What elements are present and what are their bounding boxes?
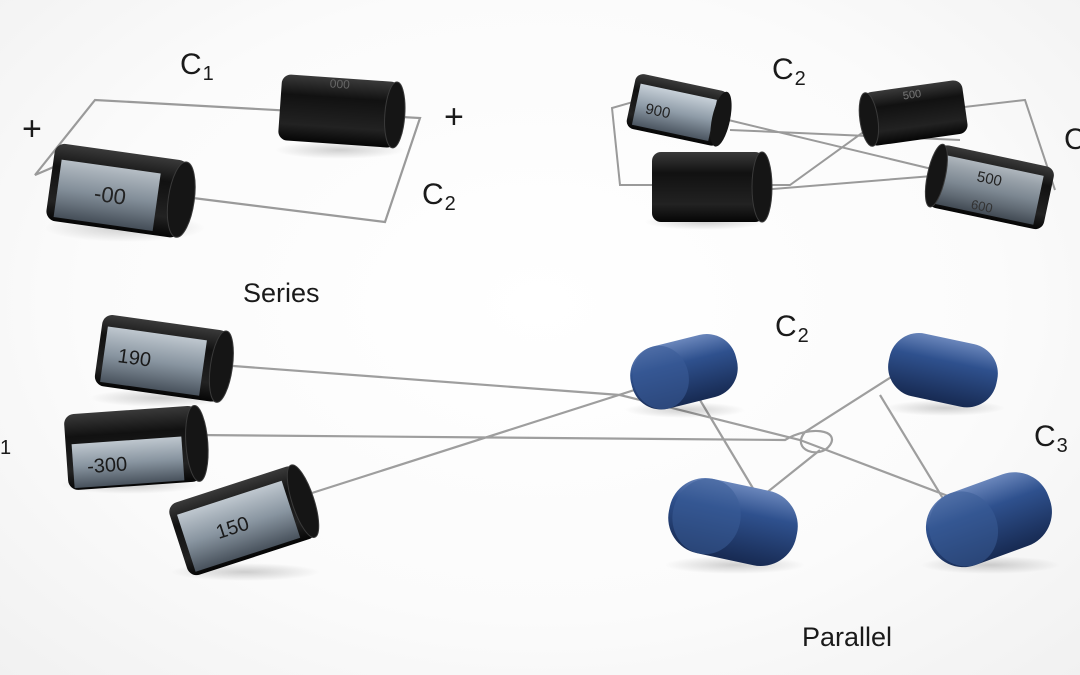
label-series-c2: C2 — [422, 178, 456, 215]
parallel-caption: Parallel — [802, 622, 893, 652]
series-caption: Series — [243, 278, 320, 308]
label-parallel-c2: C2 — [775, 310, 809, 347]
marking-top-right-a: 900 — [644, 100, 672, 122]
capacitor-top-right-d: 500 600 — [924, 143, 1054, 230]
label-left-partial: 1 — [0, 437, 12, 459]
marking-300: -300 — [86, 453, 127, 478]
film-capacitor-bottom-left — [668, 478, 798, 566]
marking-190: 190 — [116, 345, 152, 371]
marking-top-right-d: 600 — [970, 197, 994, 216]
film-capacitor-bottom-right — [925, 472, 1052, 568]
marking-top-left-large: -00 — [93, 181, 128, 210]
label-topright-c-partial: C — [1064, 123, 1080, 156]
capacitor-top-right-c: 500 — [858, 80, 968, 147]
label-topright-c2: C2 — [772, 53, 806, 90]
series-plus-right: + — [444, 98, 464, 136]
capacitor-300: -300 — [64, 405, 209, 490]
series-circuit: -00 000 — [34, 74, 422, 242]
capacitor-large-series: -00 — [46, 143, 196, 238]
film-capacitor-top-left — [630, 334, 738, 410]
capacitor-top-right-b — [652, 151, 773, 223]
top-right-circuit: 900 500 500 600 — [610, 74, 1056, 230]
marking-top-right-c: 500 — [902, 88, 922, 102]
label-parallel-c3: C3 — [1034, 420, 1068, 457]
film-capacitor-top-right — [888, 333, 998, 408]
series-plus-left: + — [22, 110, 42, 148]
capacitor-150: 150 — [169, 464, 320, 576]
top-right-wires — [610, 98, 1056, 196]
capacitor-small-series: 000 — [278, 74, 406, 149]
capacitor-top-right-a: 900 — [626, 74, 732, 147]
parallel-wires — [194, 363, 986, 512]
marking-top-right-b: 500 — [975, 168, 1003, 190]
series-wire-loop — [34, 98, 422, 224]
label-series-c1: C1 — [180, 48, 214, 85]
parallel-circuit: 190 -300 150 — [60, 315, 1060, 581]
capacitor-190: 190 — [94, 315, 234, 403]
marking-top-left-small: 000 — [329, 76, 350, 91]
